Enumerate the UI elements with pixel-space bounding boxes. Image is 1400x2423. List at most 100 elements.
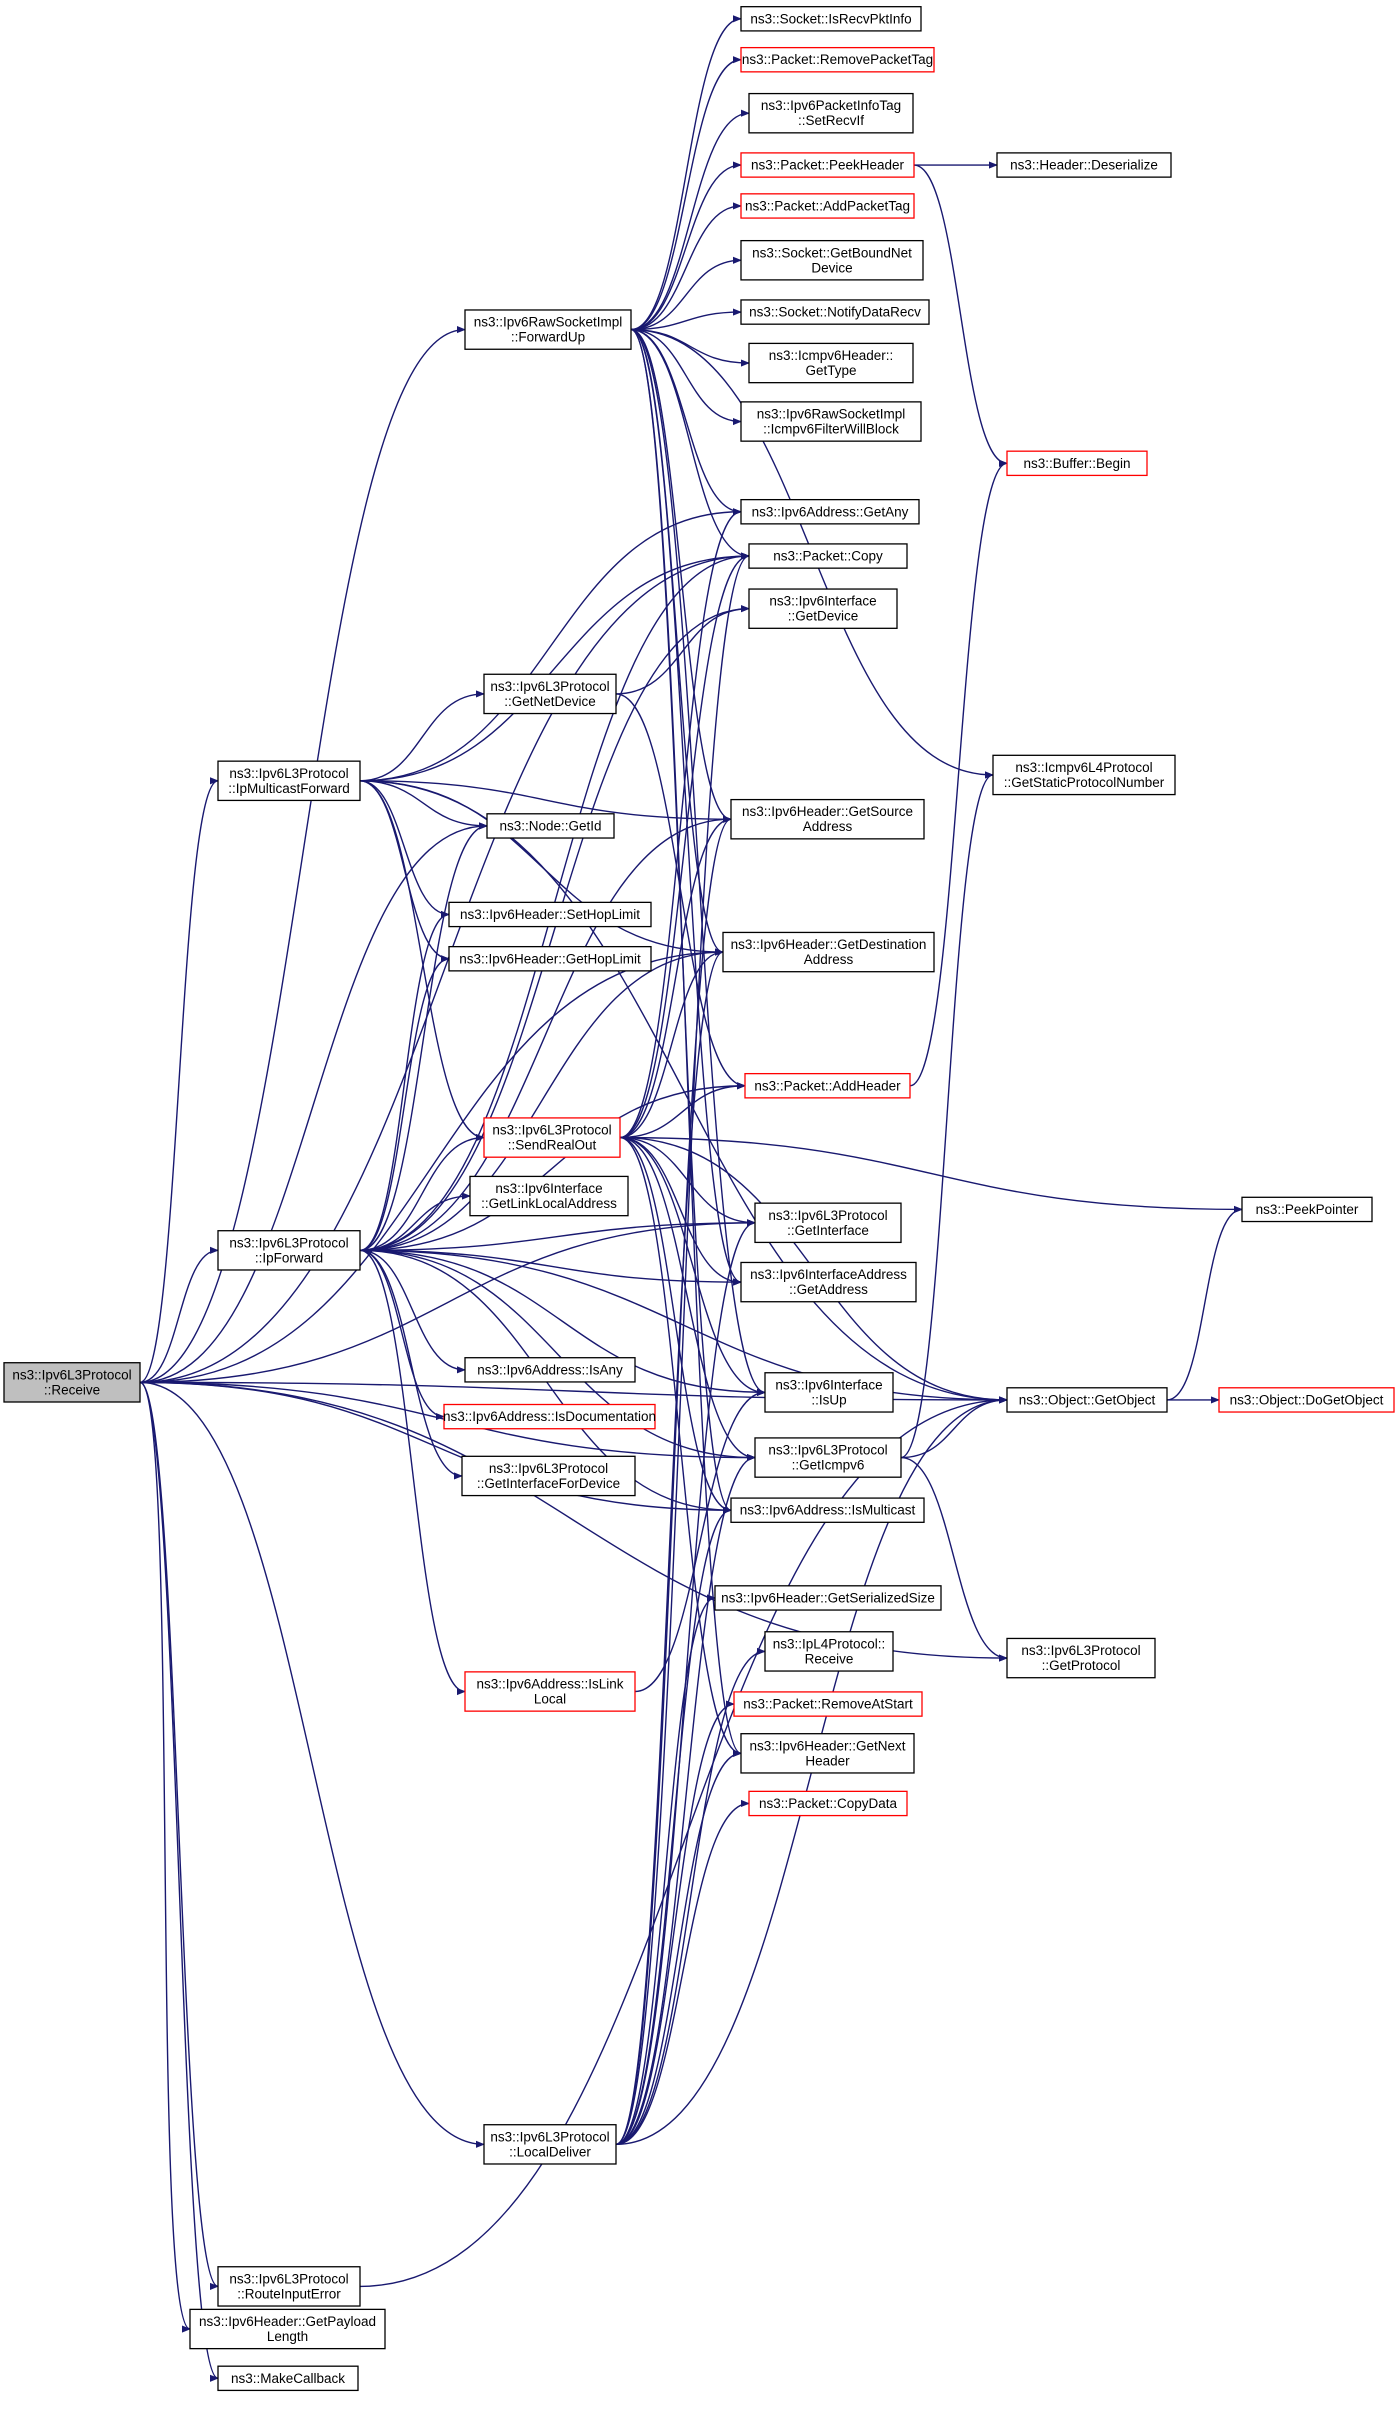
node-label: ns3::Ipv6Header::GetSource bbox=[742, 804, 913, 819]
edge-line bbox=[619, 1136, 742, 1757]
node-label: ns3::Ipv6Header::GetSerializedSize bbox=[721, 1590, 935, 1605]
edge-sendrealout-to-getany bbox=[619, 508, 742, 1139]
node-addheader[interactable]: ns3::Packet::AddHeader bbox=[744, 1072, 911, 1099]
node-dogetobject[interactable]: ns3::Object::DoGetObject bbox=[1218, 1387, 1395, 1413]
edge-line bbox=[619, 1136, 756, 1462]
node-box bbox=[1218, 1387, 1395, 1413]
node-ipforward[interactable]: ns3::Ipv6L3Protocol::IpForward bbox=[217, 1230, 361, 1271]
node-box bbox=[483, 1117, 621, 1158]
node-ifaddrgetaddress[interactable]: ns3::Ipv6InterfaceAddress::GetAddress bbox=[740, 1261, 917, 1303]
node-gethoplimit[interactable]: ns3::Ipv6Header::GetHopLimit bbox=[448, 945, 652, 972]
node-removeatstart[interactable]: ns3::Packet::RemoveAtStart bbox=[733, 1691, 923, 1717]
node-label: ns3::Ipv6L3Protocol bbox=[229, 2271, 348, 2286]
node-headerdeserialize[interactable]: ns3::Header::Deserialize bbox=[996, 152, 1172, 178]
node-box bbox=[1241, 1196, 1373, 1223]
edge-receive-to-localdeliver bbox=[139, 1381, 485, 2148]
edge-receive-to-ismulticast bbox=[139, 1381, 732, 1514]
edge-ipforward-to-sethoplimit bbox=[359, 910, 450, 1252]
node-packetcopy[interactable]: ns3::Packet::Copy bbox=[748, 543, 908, 569]
node-getinterface[interactable]: ns3::Ipv6L3Protocol::GetInterface bbox=[754, 1202, 902, 1244]
node-getlinklocaladdress[interactable]: ns3::Ipv6Interface::GetLinkLocalAddress bbox=[469, 1175, 629, 1217]
node-isdocumentation[interactable]: ns3::Ipv6Address::IsDocumentation bbox=[443, 1403, 656, 1430]
node-localdeliver[interactable]: ns3::Ipv6L3Protocol::LocalDeliver bbox=[483, 2124, 617, 2165]
node-label: Header bbox=[805, 1753, 850, 1768]
node-objectgetobject[interactable]: ns3::Object::GetObject bbox=[1006, 1387, 1168, 1413]
node-label: ns3::Packet::PeekHeader bbox=[751, 158, 905, 173]
edge-line bbox=[139, 1381, 485, 2148]
edge-forwardup-to-isrecvpktinfo bbox=[630, 15, 742, 331]
edge-forwardup-to-getboundnetdevice bbox=[630, 256, 742, 331]
node-label: ::GetInterface bbox=[787, 1223, 869, 1238]
node-label: ns3::Packet::CopyData bbox=[759, 1796, 898, 1811]
edge-line bbox=[359, 1249, 466, 1374]
edge-forwardup-to-icmpfilterwillblock bbox=[630, 328, 742, 426]
node-notifydatarecv[interactable]: ns3::Socket::NotifyDataRecv bbox=[740, 299, 930, 325]
edge-line bbox=[359, 508, 742, 782]
edge-line bbox=[359, 780, 488, 830]
node-icmpfilterwillblock[interactable]: ns3::Ipv6RawSocketImpl::Icmpv6FilterWill… bbox=[740, 401, 922, 442]
edge-localdeliver-to-ismulticast bbox=[615, 1506, 732, 2146]
node-box bbox=[748, 342, 914, 384]
node-label: ::SendRealOut bbox=[508, 1138, 597, 1153]
node-makecallback[interactable]: ns3::MakeCallback bbox=[217, 2365, 359, 2392]
edge-line bbox=[359, 1249, 466, 1696]
node-isany[interactable]: ns3::Ipv6Address::IsAny bbox=[464, 1357, 636, 1383]
node-label: ns3::Packet::AddHeader bbox=[754, 1078, 901, 1093]
node-sendrealout[interactable]: ns3::Ipv6L3Protocol::SendRealOut bbox=[483, 1117, 621, 1158]
node-receive[interactable]: ns3::Ipv6L3Protocol::Receive bbox=[3, 1362, 141, 1403]
edge-line bbox=[900, 1396, 1008, 1459]
edge-localdeliver-to-l4receive bbox=[615, 1647, 766, 2146]
node-l4receive[interactable]: ns3::IpL4Protocol::Receive bbox=[764, 1631, 894, 1672]
node-ismulticast[interactable]: ns3::Ipv6Address::IsMulticast bbox=[730, 1497, 925, 1523]
node-routeinputerror[interactable]: ns3::Ipv6L3Protocol::RouteInputError bbox=[217, 2266, 361, 2307]
node-ifgetdevice[interactable]: ns3::Ipv6Interface::GetDevice bbox=[748, 588, 898, 629]
node-addpackettag[interactable]: ns3::Packet::AddPacketTag bbox=[740, 193, 915, 219]
node-label: ::RouteInputError bbox=[237, 2286, 341, 2301]
edge-line bbox=[619, 1136, 1243, 1214]
edge-line bbox=[359, 948, 724, 1252]
node-nodegetid[interactable]: ns3::Node::GetId bbox=[486, 813, 615, 839]
edge-forwardup-to-addpackettag bbox=[630, 202, 742, 331]
node-bufferbegin[interactable]: ns3::Buffer::Begin bbox=[1006, 450, 1148, 477]
edge-localdeliver-to-packetcopy bbox=[615, 552, 750, 2146]
node-getstaticprotocolnumber[interactable]: ns3::Icmpv6L4Protocol::GetStaticProtocol… bbox=[992, 754, 1176, 796]
edge-line bbox=[630, 202, 742, 331]
node-forwardup[interactable]: ns3::Ipv6RawSocketImpl::ForwardUp bbox=[464, 309, 632, 350]
node-peekpointer[interactable]: ns3::PeekPointer bbox=[1241, 1196, 1373, 1223]
node-icmpgettype[interactable]: ns3::Icmpv6Header::GetType bbox=[748, 342, 914, 384]
node-sethoplimit[interactable]: ns3::Ipv6Header::SetHopLimit bbox=[448, 901, 652, 928]
node-label: Address bbox=[804, 952, 854, 967]
node-setrecvif[interactable]: ns3::Ipv6PacketInfoTag::SetRecvIf bbox=[748, 92, 914, 134]
node-ipmulticastforward[interactable]: ns3::Ipv6L3Protocol::IpMulticastForward bbox=[217, 760, 361, 802]
node-box bbox=[730, 798, 925, 840]
edges-layer bbox=[139, 15, 1243, 2382]
node-ifisup[interactable]: ns3::Ipv6Interface::IsUp bbox=[764, 1372, 894, 1413]
edge-line bbox=[359, 780, 1008, 1404]
node-box bbox=[748, 543, 908, 569]
node-isrecvpktinfo[interactable]: ns3::Socket::IsRecvPktInfo bbox=[740, 6, 922, 32]
edge-localdeliver-to-removeatstart bbox=[615, 1700, 735, 2146]
node-removepackettag[interactable]: ns3::Packet::RemovePacketTag bbox=[740, 46, 935, 73]
node-copydata[interactable]: ns3::Packet::CopyData bbox=[748, 1790, 908, 1817]
edge-line bbox=[615, 1594, 716, 2146]
edge-line bbox=[913, 164, 1008, 467]
node-getprotocol[interactable]: ns3::Ipv6L3Protocol::GetProtocol bbox=[1006, 1637, 1156, 1679]
node-getnetdevice[interactable]: ns3::Ipv6L3Protocol::GetNetDevice bbox=[483, 673, 617, 715]
node-box bbox=[730, 1497, 925, 1523]
edge-line bbox=[900, 771, 994, 1459]
node-label: ns3::Ipv6Header::GetHopLimit bbox=[459, 951, 641, 966]
node-label: ::GetStaticProtocolNumber bbox=[1004, 775, 1165, 790]
node-box bbox=[1006, 450, 1148, 477]
node-getany[interactable]: ns3::Ipv6Address::GetAny bbox=[740, 498, 920, 525]
node-getserializedsize[interactable]: ns3::Ipv6Header::GetSerializedSize bbox=[714, 1585, 942, 1611]
edge-forwardup-to-peekheader bbox=[630, 161, 742, 331]
node-getinterfacefordevice[interactable]: ns3::Ipv6L3Protocol::GetInterfaceForDevi… bbox=[461, 1455, 636, 1497]
node-geticmpv6[interactable]: ns3::Ipv6L3Protocol::GetIcmpv6 bbox=[754, 1437, 902, 1478]
node-peekheader[interactable]: ns3::Packet::PeekHeader bbox=[740, 152, 915, 178]
